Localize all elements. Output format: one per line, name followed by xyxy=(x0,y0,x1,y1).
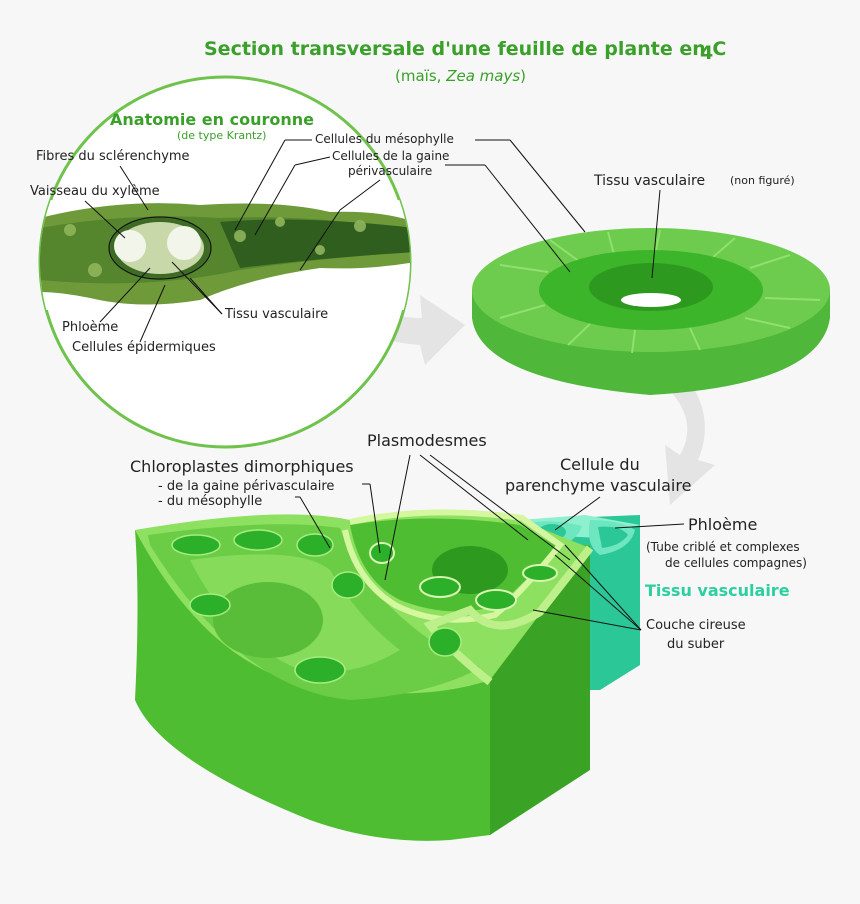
label-sheath-line1: Cellules de la gaine xyxy=(332,149,449,163)
inset-heading: Anatomie en couronne xyxy=(110,110,314,129)
label-phloem-note-2: de cellules compagnes) xyxy=(665,556,807,570)
label-vascular-tissue: Tissu vasculaire xyxy=(645,581,790,600)
label-sclerenchyma: Fibres du sclérenchyme xyxy=(36,149,190,164)
species-open: (maïs, xyxy=(395,67,446,85)
species-close: ) xyxy=(520,67,526,85)
species-line: (maïs, Zea mays) xyxy=(395,67,526,85)
inset-leader-lines xyxy=(84,139,381,343)
ring-vascular-label: Tissu vasculaire xyxy=(593,173,705,189)
ring-hole xyxy=(621,293,681,307)
main-title: Section transversale d'une feuille de pl… xyxy=(204,38,726,60)
species-name: Zea mays xyxy=(445,67,520,85)
bundle-ring: Tissu vasculaire (non figuré) xyxy=(445,139,830,395)
bundle-outline xyxy=(108,216,212,280)
arrow-ring-to-block xyxy=(665,382,715,505)
ring-outer-cells xyxy=(499,229,821,354)
sheath-chloroplasts xyxy=(369,542,558,611)
suberin-front xyxy=(423,545,594,686)
label-chloro-sheath: - de la gaine périvasculaire xyxy=(158,479,334,494)
label-phloem-note-1: (Tube criblé et complexes xyxy=(646,540,800,554)
microscope-inset: Anatomie en couronne (de type Krantz) Fi… xyxy=(30,75,454,449)
block-right-face xyxy=(490,545,590,835)
label-xylem: Vaisseau du xylème xyxy=(30,184,160,199)
label-epidermal: Cellules épidermiques xyxy=(72,340,216,355)
label-parenchyma-2: parenchyme vasculaire xyxy=(505,476,691,495)
inset-subheading: (de type Krantz) xyxy=(177,129,266,142)
main-title-subscript: 4 xyxy=(700,42,713,64)
label-phloem-block: Phloème xyxy=(688,515,757,534)
label-phloem-inset: Phloème xyxy=(62,320,118,335)
xylem-vessel-right xyxy=(167,226,201,260)
xylem-vessel-left xyxy=(114,230,146,262)
label-parenchyma-1: Cellule du xyxy=(560,455,640,474)
title-block: Section transversale d'une feuille de pl… xyxy=(204,38,726,85)
label-suberin-1: Couche cireuse xyxy=(646,618,746,633)
label-sheath-line2: périvasculaire xyxy=(348,164,432,178)
label-vascular-inset: Tissu vasculaire xyxy=(224,307,328,322)
label-mesophyll: Cellules du mésophylle xyxy=(315,132,454,146)
label-plasmodesmata: Plasmodesmes xyxy=(367,431,487,450)
ring-vascular-note: (non figuré) xyxy=(730,174,795,187)
mesophyll-vacuole xyxy=(213,582,323,658)
label-chloro-meso: - du mésophylle xyxy=(158,494,262,509)
block-leader-lines xyxy=(295,454,685,631)
label-chloro-title: Chloroplastes dimorphiques xyxy=(130,457,354,476)
leaf-block: Chloroplastes dimorphiques - de la gaine… xyxy=(130,431,807,841)
label-suberin-2: du suber xyxy=(667,637,725,652)
ring-vascular xyxy=(589,263,713,311)
ring-leader-lines xyxy=(445,139,661,279)
mesophyll-chloroplasts xyxy=(171,529,462,684)
